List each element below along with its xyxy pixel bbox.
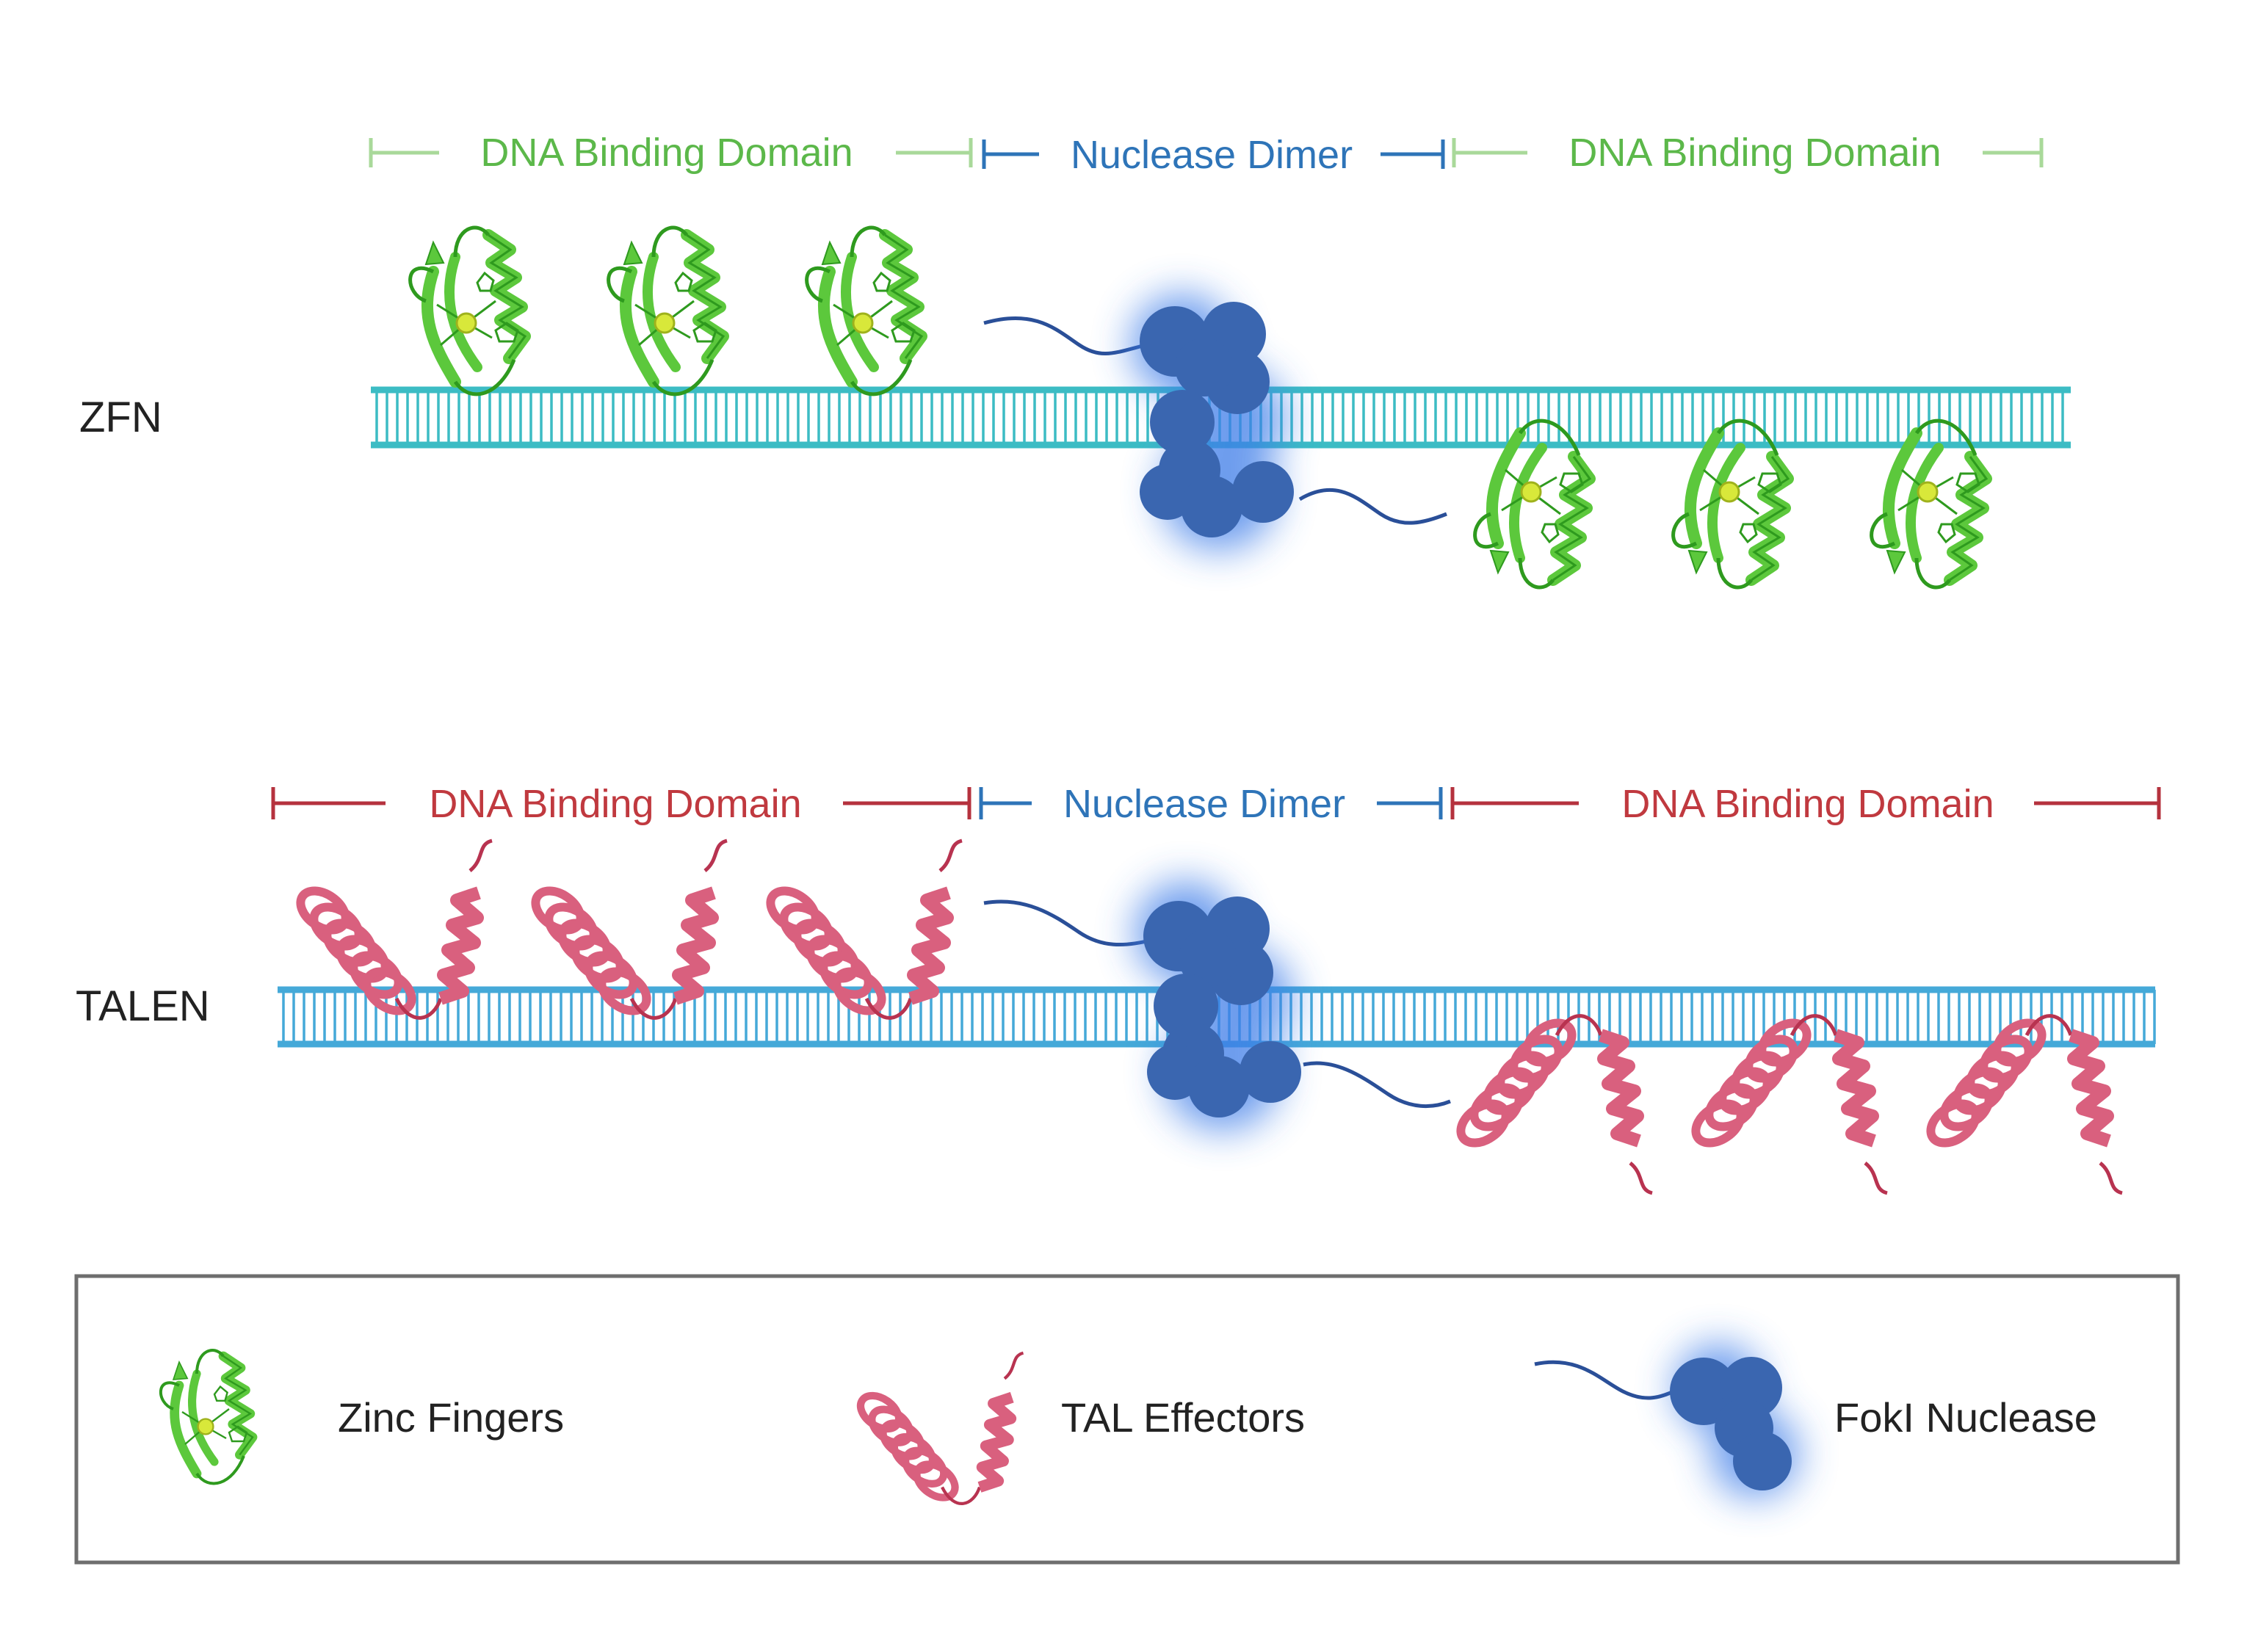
zfn-top-linker	[983, 316, 1146, 356]
zfn-top-zinc-fingers	[408, 225, 927, 396]
zinc-finger-bottom-2	[1671, 419, 1794, 590]
zfn-section: DNA Binding Domain Nuclease Dimer DNA Bi…	[79, 131, 2071, 590]
talen-bottom-tal-effectors	[1456, 1014, 2123, 1195]
zfn-middle-label: Nuclease Dimer	[1071, 133, 1353, 177]
legend-label-zinc-fingers: Zinc Fingers	[338, 1394, 564, 1441]
zinc-finger-icon	[159, 1349, 258, 1485]
talen-right-domain-label: DNA Binding Domain	[1621, 782, 1994, 826]
tal-effector-bottom-3	[1926, 1014, 2123, 1195]
zinc-finger-top-3	[805, 225, 927, 396]
tal-effector-top-2	[531, 838, 728, 1020]
talen-middle-label: Nuclease Dimer	[1063, 782, 1345, 826]
talen-bottom-linker	[1303, 1061, 1451, 1109]
zinc-finger-bottom-1	[1473, 419, 1596, 590]
zinc-finger-top-1	[408, 225, 531, 396]
zfn-bottom-linker	[1298, 488, 1447, 525]
tal-effector-top-1	[296, 838, 493, 1020]
legend-label-foki-nuclease: FokI Nuclease	[1834, 1394, 2097, 1441]
talen-top-tal-effectors	[296, 838, 963, 1020]
legend-label-tal-effectors: TAL Effectors	[1061, 1394, 1305, 1441]
tal-effector-top-3	[766, 838, 963, 1020]
zfn-label: ZFN	[79, 394, 162, 441]
talen-label: TALEN	[76, 982, 210, 1030]
zfn-right-domain-label: DNA Binding Domain	[1568, 131, 1941, 175]
legend-tal-effector-shape	[856, 1351, 1024, 1505]
talen-bracket-middle: Nuclease Dimer	[979, 782, 1443, 826]
zfn-bracket-right: DNA Binding Domain	[1452, 131, 2044, 175]
talen-section: DNA Binding Domain Nuclease Dimer DNA Bi…	[76, 782, 2161, 1195]
zinc-finger-bottom-3	[1870, 419, 1992, 590]
tal-effector-bottom-1	[1456, 1014, 1653, 1195]
zinc-finger-top-2	[607, 225, 729, 396]
talen-nuclease-dimer	[1135, 881, 1301, 1131]
legend-zinc-finger-shape	[159, 1349, 258, 1485]
zfn-bracket-middle: Nuclease Dimer	[982, 133, 1445, 177]
zfn-nuclease-dimer	[1131, 294, 1294, 551]
talen-left-domain-label: DNA Binding Domain	[429, 782, 801, 826]
talen-top-linker	[983, 899, 1154, 946]
talen-bracket-right: DNA Binding Domain	[1450, 782, 2161, 826]
talen-bracket-left: DNA Binding Domain	[271, 782, 971, 826]
zfn-bracket-left: DNA Binding Domain	[369, 131, 973, 175]
tal-effector-icon	[856, 1351, 1024, 1505]
zfn-bottom-zinc-fingers	[1473, 419, 1992, 590]
legend: Zinc Fingers TAL Effectors FokI Nuclease	[74, 1274, 2180, 1565]
tal-effector-bottom-2	[1691, 1014, 1888, 1195]
foki-nuclease-icon	[1534, 1344, 1799, 1498]
zfn-dna-rungs	[375, 390, 2064, 445]
zfn-left-domain-label: DNA Binding Domain	[480, 131, 853, 175]
legend-box	[74, 1274, 2180, 1565]
